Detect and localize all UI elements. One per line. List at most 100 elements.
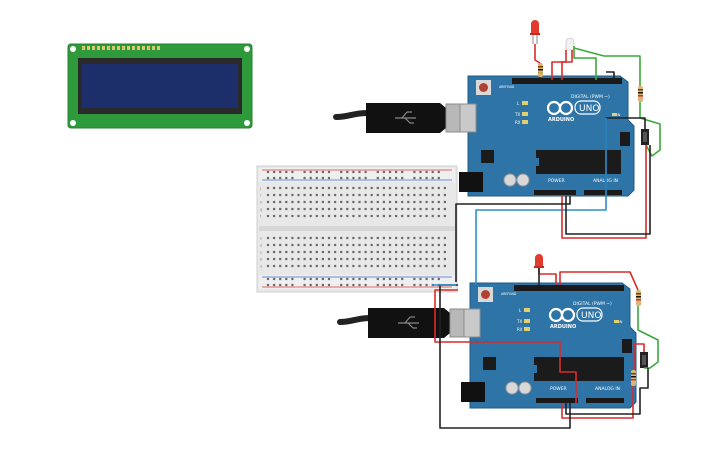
breadboard-hole[interactable] bbox=[431, 277, 434, 281]
breadboard-hole[interactable] bbox=[413, 207, 416, 211]
breadboard-hole[interactable] bbox=[334, 214, 337, 218]
breadboard-hole[interactable] bbox=[401, 243, 404, 247]
breadboard-hole[interactable] bbox=[443, 186, 446, 190]
breadboard-hole[interactable] bbox=[297, 250, 300, 254]
breadboard-hole[interactable] bbox=[291, 186, 294, 190]
arduino-uno-bottom[interactable]: AREF GND DIGITAL (PWM ~) L TX RX ARDUINO… bbox=[461, 282, 637, 409]
breadboard-hole[interactable] bbox=[388, 250, 392, 254]
breadboard-hole[interactable] bbox=[340, 186, 343, 190]
breadboard-hole[interactable] bbox=[419, 257, 422, 261]
breadboard-hole[interactable] bbox=[419, 243, 422, 247]
breadboard-hole[interactable] bbox=[327, 170, 331, 174]
breadboard-hole[interactable] bbox=[334, 193, 337, 197]
breadboard-hole[interactable] bbox=[309, 283, 312, 287]
breadboard-hole[interactable] bbox=[413, 214, 416, 218]
breadboard-hole[interactable] bbox=[382, 200, 385, 204]
breadboard-hole[interactable] bbox=[279, 236, 282, 240]
wire-red[interactable] bbox=[559, 271, 639, 291]
breadboard-hole[interactable] bbox=[425, 207, 428, 211]
wire-red[interactable] bbox=[534, 44, 541, 64]
breadboard-hole[interactable] bbox=[309, 243, 312, 247]
breadboard-hole[interactable] bbox=[401, 264, 404, 268]
breadboard-hole[interactable] bbox=[309, 250, 312, 254]
breadboard-hole[interactable] bbox=[297, 243, 300, 247]
breadboard-hole[interactable] bbox=[352, 214, 355, 218]
breadboard-hole[interactable] bbox=[388, 200, 392, 204]
breadboard-hole[interactable] bbox=[315, 277, 318, 281]
breadboard-hole[interactable] bbox=[407, 243, 410, 247]
breadboard-hole[interactable] bbox=[297, 264, 300, 268]
breadboard-hole[interactable] bbox=[315, 257, 318, 261]
breadboard-hole[interactable] bbox=[370, 243, 373, 247]
breadboard-hole[interactable] bbox=[334, 257, 337, 261]
breadboard-hole[interactable] bbox=[407, 257, 410, 261]
breadboard-hole[interactable] bbox=[346, 214, 349, 218]
breadboard-hole[interactable] bbox=[303, 236, 306, 240]
breadboard-hole[interactable] bbox=[266, 193, 270, 197]
breadboard-hole[interactable] bbox=[358, 250, 361, 254]
breadboard-hole[interactable] bbox=[401, 186, 404, 190]
breadboard-hole[interactable] bbox=[376, 186, 379, 190]
breadboard-hole[interactable] bbox=[285, 243, 288, 247]
breadboard-hole[interactable] bbox=[309, 193, 312, 197]
breadboard-hole[interactable] bbox=[340, 176, 343, 180]
breadboard-hole[interactable] bbox=[419, 207, 422, 211]
breadboard-hole[interactable] bbox=[388, 283, 392, 287]
breadboard-hole[interactable] bbox=[376, 236, 379, 240]
breadboard-hole[interactable] bbox=[352, 243, 355, 247]
breadboard-hole[interactable] bbox=[388, 214, 392, 218]
breadboard-hole[interactable] bbox=[395, 250, 398, 254]
breadboard-hole[interactable] bbox=[303, 200, 306, 204]
breadboard-hole[interactable] bbox=[315, 193, 318, 197]
usb-cable-bottom[interactable] bbox=[337, 308, 481, 338]
breadboard-hole[interactable] bbox=[303, 277, 306, 281]
resistor-lower-bottom[interactable] bbox=[631, 370, 636, 386]
breadboard-hole[interactable] bbox=[303, 264, 306, 268]
breadboard-hole[interactable] bbox=[266, 176, 270, 180]
wire-red[interactable] bbox=[434, 289, 577, 403]
breadboard-hole[interactable] bbox=[419, 236, 422, 240]
breadboard-hole[interactable] bbox=[364, 277, 367, 281]
breadboard-hole[interactable] bbox=[340, 277, 343, 281]
breadboard-hole[interactable] bbox=[419, 176, 422, 180]
breadboard-hole[interactable] bbox=[266, 250, 270, 254]
breadboard-hole[interactable] bbox=[352, 170, 355, 174]
wire-black[interactable] bbox=[565, 145, 651, 235]
breadboard-hole[interactable] bbox=[407, 200, 410, 204]
breadboard-hole[interactable] bbox=[376, 170, 379, 174]
breadboard-hole[interactable] bbox=[443, 214, 446, 218]
breadboard-hole[interactable] bbox=[352, 193, 355, 197]
breadboard-hole[interactable] bbox=[273, 264, 276, 268]
breadboard-hole[interactable] bbox=[327, 176, 331, 180]
breadboard-hole[interactable] bbox=[321, 176, 324, 180]
breadboard-hole[interactable] bbox=[340, 200, 343, 204]
breadboard-hole[interactable] bbox=[431, 207, 434, 211]
breadboard-hole[interactable] bbox=[395, 170, 398, 174]
breadboard-hole[interactable] bbox=[321, 264, 324, 268]
breadboard-hole[interactable] bbox=[340, 214, 343, 218]
breadboard-hole[interactable] bbox=[401, 277, 404, 281]
breadboard-hole[interactable] bbox=[279, 186, 282, 190]
breadboard-hole[interactable] bbox=[395, 200, 398, 204]
breadboard-hole[interactable] bbox=[364, 170, 367, 174]
breadboard-hole[interactable] bbox=[376, 200, 379, 204]
breadboard-hole[interactable] bbox=[327, 243, 331, 247]
arduino-uno-top[interactable]: AREF GND DIGITAL (PWM ~) L TX RX ARDUINO… bbox=[459, 75, 635, 197]
reset-button-cap[interactable] bbox=[479, 83, 488, 92]
breadboard-hole[interactable] bbox=[327, 193, 331, 197]
breadboard-hole[interactable] bbox=[419, 250, 422, 254]
breadboard-hole[interactable] bbox=[437, 257, 440, 261]
breadboard-hole[interactable] bbox=[437, 250, 440, 254]
breadboard-hole[interactable] bbox=[279, 193, 282, 197]
breadboard-hole[interactable] bbox=[315, 200, 318, 204]
breadboard-hole[interactable] bbox=[266, 214, 270, 218]
breadboard-hole[interactable] bbox=[382, 236, 385, 240]
breadboard-hole[interactable] bbox=[425, 243, 428, 247]
reset-button-cap[interactable] bbox=[481, 290, 490, 299]
breadboard-hole[interactable] bbox=[431, 186, 434, 190]
breadboard-hole[interactable] bbox=[431, 236, 434, 240]
breadboard-hole[interactable] bbox=[279, 264, 282, 268]
breadboard-hole[interactable] bbox=[382, 283, 385, 287]
breadboard-hole[interactable] bbox=[431, 214, 434, 218]
breadboard-hole[interactable] bbox=[443, 257, 446, 261]
